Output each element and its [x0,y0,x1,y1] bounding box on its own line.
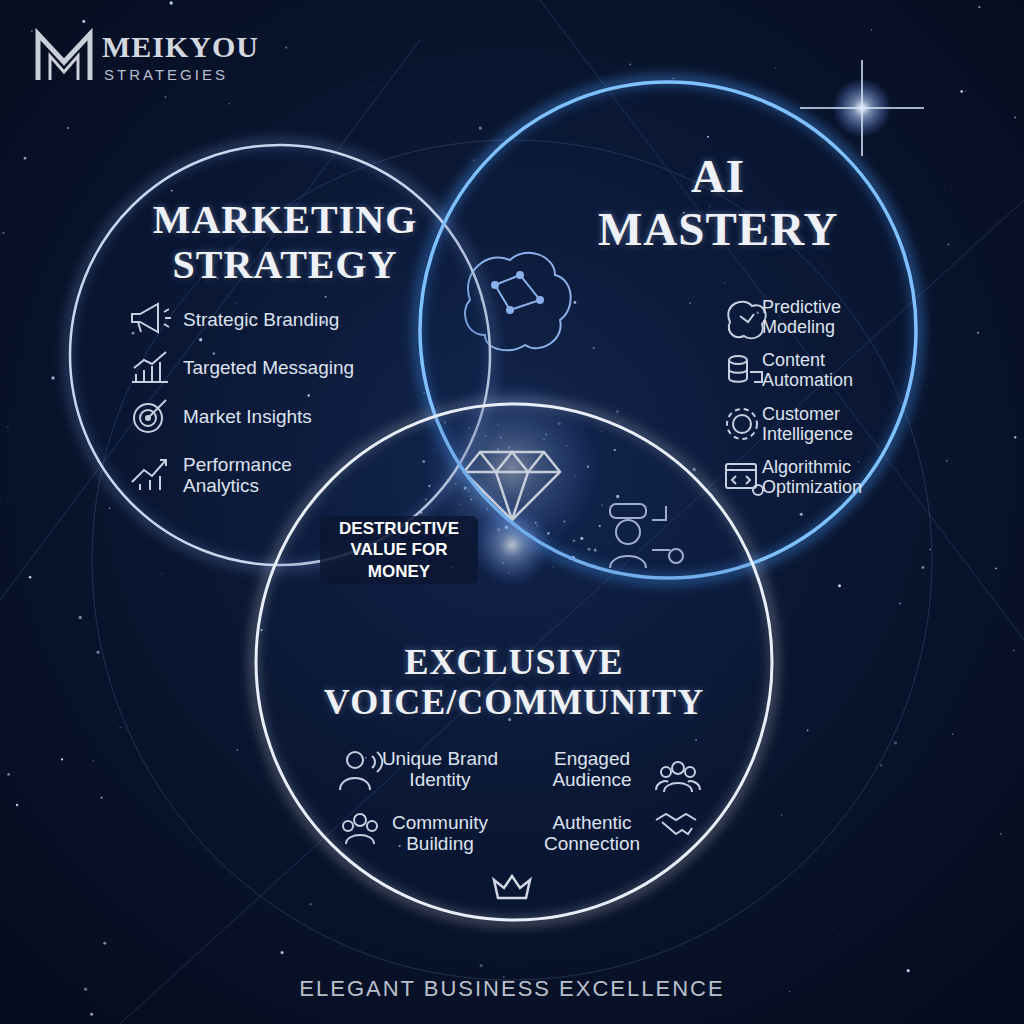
venn-circle: EXCLUSIVE VOICE/COMMUNITY Unique Brand Id… [254,402,774,922]
star [880,764,882,766]
star [768,583,770,585]
star [1014,436,1016,438]
star [310,903,313,906]
circle-title: AI MASTERY [598,150,838,255]
star [1000,833,1002,835]
star [899,603,901,605]
flare [861,60,863,156]
star [479,127,482,130]
star [789,991,790,992]
list-item: Algorithmic Optimization [762,457,880,497]
star [165,96,167,98]
star [280,951,283,954]
star [228,103,229,104]
star [170,1,173,4]
star [629,64,631,66]
star [82,20,85,23]
star [1014,116,1016,118]
star [119,727,121,729]
star [29,576,32,579]
star [103,942,106,945]
star [101,797,103,799]
star [947,243,949,245]
list-item: Content Automation [762,350,880,390]
star [7,426,8,427]
star [93,760,94,761]
star [0,498,1,500]
list-item: Strategic Branding [183,309,383,330]
star [31,30,32,31]
star [479,964,482,967]
star [473,160,475,162]
logo-subtitle: STRATEGIES [104,66,344,83]
star [781,815,782,816]
logo-name: MEIKYOU [102,30,342,64]
star [838,584,841,587]
star [951,188,953,190]
star [1013,649,1015,651]
list-item: Community Building [375,812,505,855]
star [807,729,809,731]
star [3,232,5,234]
star [907,969,910,972]
star [67,127,70,130]
star [995,567,997,569]
star [929,549,930,550]
star [16,804,19,807]
caption: ELEGANT BUSINESS EXCELLENCE [112,976,912,1002]
star [237,749,238,750]
logo-mark [38,34,90,80]
star [946,460,948,462]
star [960,90,963,93]
star [977,332,979,334]
star [775,68,777,70]
list-item: Targeted Messaging [183,357,383,378]
list-item: Unique Brand Identity [370,748,510,791]
star [161,573,162,574]
star [922,566,925,569]
circle-title: MARKETING STRATEGY [135,198,435,288]
star [285,47,287,49]
glow-ring [254,402,774,922]
circle-title: EXCLUSIVE VOICE/COMMUNITY [294,642,734,723]
star [24,157,27,160]
star [894,741,897,744]
star [109,508,110,509]
list-item: Customer Intelligence [762,404,880,444]
list-item: Performance Analytics [183,454,323,497]
list-item: Predictive Modeling [762,297,880,337]
list-item: Engaged Audience [522,748,662,791]
star [79,616,82,619]
star [7,773,10,776]
list-item: Authentic Connection [527,812,657,855]
circle-ring [256,404,772,920]
star [965,91,966,92]
star [952,733,954,735]
star [51,376,54,379]
star [96,651,99,654]
star [84,988,87,991]
star [61,758,63,760]
star [833,927,835,929]
list-item: Market Insights [183,406,383,427]
center-label: DESTRUCTIVE VALUE FOR MONEY [320,516,478,584]
star [372,86,374,88]
star [978,6,980,8]
star [871,29,873,31]
star [90,1013,93,1016]
